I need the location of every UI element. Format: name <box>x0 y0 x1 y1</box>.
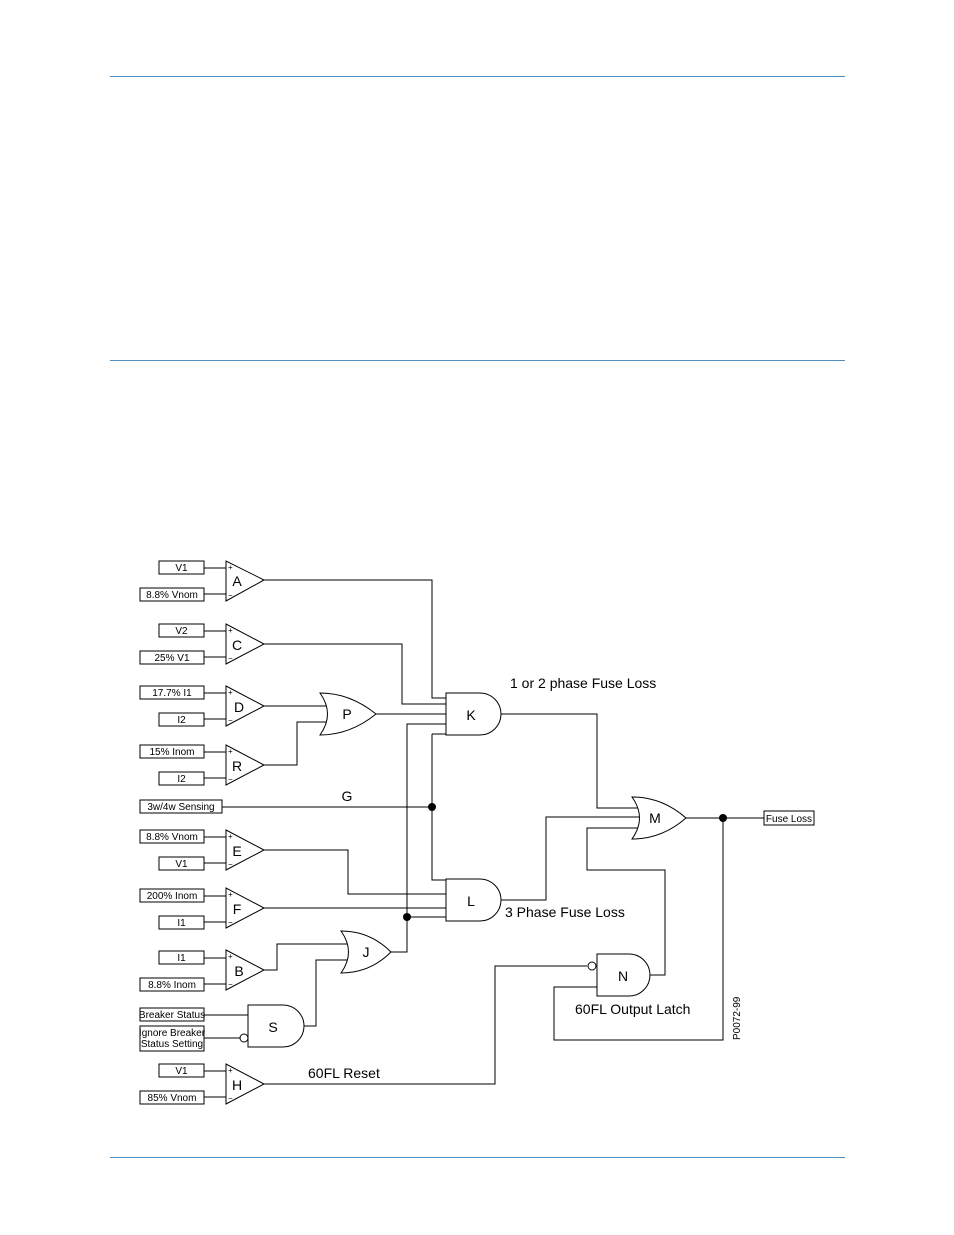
svg-text:+: + <box>228 563 233 572</box>
comparator-R: + − R <box>225 744 266 786</box>
input-E-neg: V1 <box>175 859 188 870</box>
svg-text:+: + <box>228 626 233 635</box>
section-rule <box>110 360 845 361</box>
input-S-ignore-line2: Status Setting <box>141 1039 203 1050</box>
svg-text:B: B <box>234 963 243 979</box>
caption-output-latch: 60FL Output Latch <box>575 1001 690 1017</box>
svg-text:J: J <box>363 944 370 960</box>
svg-text:−: − <box>228 716 233 725</box>
input-S-breaker: Breaker Status <box>139 1010 205 1021</box>
input-B-pos: I1 <box>177 953 186 964</box>
comparator-D: + − D <box>225 685 266 727</box>
junction-dot <box>403 913 411 921</box>
input-D-pos: 17.7% I1 <box>152 688 192 699</box>
svg-text:−: − <box>228 654 233 663</box>
svg-text:R: R <box>232 758 242 774</box>
input-C-neg: 25% V1 <box>154 653 189 664</box>
svg-text:A: A <box>232 573 242 589</box>
figure-id: P0072-99 <box>732 996 743 1040</box>
svg-text:P: P <box>342 706 351 722</box>
svg-text:L: L <box>467 893 475 909</box>
junction-dot <box>719 814 727 822</box>
junction-dot <box>428 803 436 811</box>
svg-text:+: + <box>228 952 233 961</box>
input-S-ignore-line1: Ignore Breaker <box>139 1028 206 1039</box>
svg-text:−: − <box>228 775 233 784</box>
svg-text:C: C <box>232 637 242 653</box>
svg-text:K: K <box>466 707 476 723</box>
svg-text:−: − <box>228 918 233 927</box>
input-A-neg: 8.8% Vnom <box>146 590 198 601</box>
svg-text:−: − <box>228 1094 233 1103</box>
input-R-neg: I2 <box>177 774 186 785</box>
output-fuse-loss: Fuse Loss <box>766 814 812 825</box>
svg-text:+: + <box>228 890 233 899</box>
or-gate-J: J <box>340 930 392 974</box>
input-H-neg: 85% Vnom <box>148 1093 197 1104</box>
or-gate-M: M <box>631 796 687 840</box>
input-C-pos: V2 <box>175 626 188 637</box>
caption-3-phase: 3 Phase Fuse Loss <box>505 904 625 920</box>
header-rule <box>110 76 845 77</box>
svg-text:M: M <box>649 810 661 826</box>
and-gate-S: S <box>239 1004 305 1048</box>
svg-text:+: + <box>228 1066 233 1075</box>
comparator-B: + − B <box>225 949 266 991</box>
input-boxes: V1 8.8% Vnom V2 25% V1 17.7% I1 I2 15% I… <box>139 560 815 1105</box>
and-gate-L: L <box>445 878 502 922</box>
svg-text:D: D <box>234 699 244 715</box>
svg-text:+: + <box>228 747 233 756</box>
comparator-A: + − A <box>225 560 266 602</box>
svg-text:N: N <box>618 968 628 984</box>
svg-text:F: F <box>233 901 242 917</box>
svg-text:H: H <box>232 1077 242 1093</box>
input-R-pos: 15% Inom <box>149 747 194 758</box>
svg-text:S: S <box>268 1019 277 1035</box>
or-gate-P: P <box>319 692 377 736</box>
svg-text:−: − <box>228 591 233 600</box>
svg-text:E: E <box>232 843 241 859</box>
signal-label-G: G <box>342 788 353 804</box>
comparator-F: + − F <box>225 887 266 929</box>
svg-text:−: − <box>228 860 233 869</box>
caption-1-or-2-phase: 1 or 2 phase Fuse Loss <box>510 675 656 691</box>
svg-text:+: + <box>228 832 233 841</box>
svg-text:−: − <box>228 980 233 989</box>
input-G: 3w/4w Sensing <box>147 802 214 813</box>
and-gate-K: K <box>445 692 502 736</box>
and-gate-N: N <box>587 953 651 997</box>
input-F-pos: 200% Inom <box>147 891 198 902</box>
input-F-neg: I1 <box>177 918 186 929</box>
comparator-C: + − C <box>225 623 266 665</box>
wires <box>204 567 764 1098</box>
input-D-neg: I2 <box>177 715 186 726</box>
comparator-H: + − H <box>225 1063 266 1105</box>
footer-rule <box>110 1157 845 1158</box>
input-B-neg: 8.8% Inom <box>148 980 196 991</box>
input-H-pos: V1 <box>175 1066 188 1077</box>
comparator-E: + − E <box>225 829 266 871</box>
svg-text:+: + <box>228 688 233 697</box>
caption-reset: 60FL Reset <box>308 1065 380 1081</box>
input-A-pos: V1 <box>175 563 188 574</box>
input-E-pos: 8.8% Vnom <box>146 832 198 843</box>
